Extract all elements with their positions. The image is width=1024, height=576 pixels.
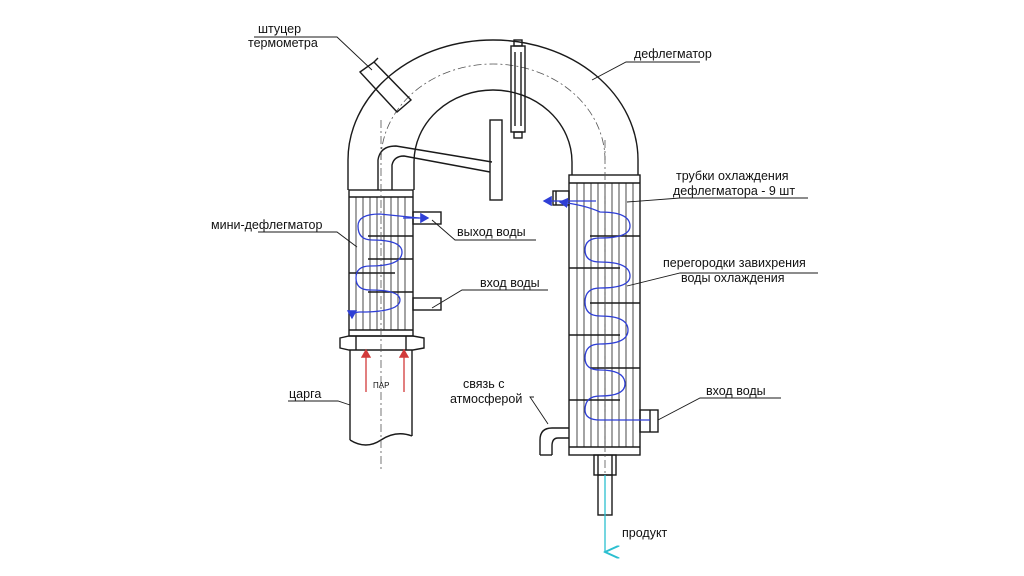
baffles-label-line2: воды охлаждения (681, 271, 785, 285)
mini-dephlegmator-label: мини-дефлегматор (211, 218, 323, 232)
dephlegmator-water-flow (558, 197, 650, 421)
vent-label-line1: связь с (463, 377, 505, 391)
water-outlet-label: выход воды (457, 225, 526, 239)
water-inlet-right-label: вход воды (706, 384, 766, 398)
cooling-tubes-label-line1: трубки охлаждения (676, 169, 789, 183)
dephlegmator-label: дефлегматор (634, 47, 712, 61)
cooling-tubes-label-line2: дефлегматора - 9 шт (673, 184, 796, 198)
dephlegmator-shell (539, 140, 659, 520)
column-label: царга (289, 387, 322, 401)
u-bend (347, 39, 639, 190)
mini-dephlegmator-water-flow (346, 213, 420, 320)
thermometer-fitting-label-line1: штуцер (258, 22, 302, 36)
thermometer-fitting (358, 57, 413, 113)
product-label: продукт (622, 526, 668, 540)
steam-label: ПАР (373, 381, 390, 390)
bend-flange (510, 39, 526, 139)
column-tube (349, 120, 413, 470)
vent-label-line2: атмосферой (450, 392, 523, 406)
leader-lines (254, 36, 818, 425)
thermometer-fitting-label-line2: термометра (248, 36, 318, 50)
column-flange (339, 335, 425, 351)
baffles-label-line1: перегородки завихрения (663, 256, 806, 270)
water-inlet-left-label: вход воды (480, 276, 540, 290)
vapor-pipe (377, 119, 503, 201)
mini-dephlegmator-shell (348, 189, 442, 337)
